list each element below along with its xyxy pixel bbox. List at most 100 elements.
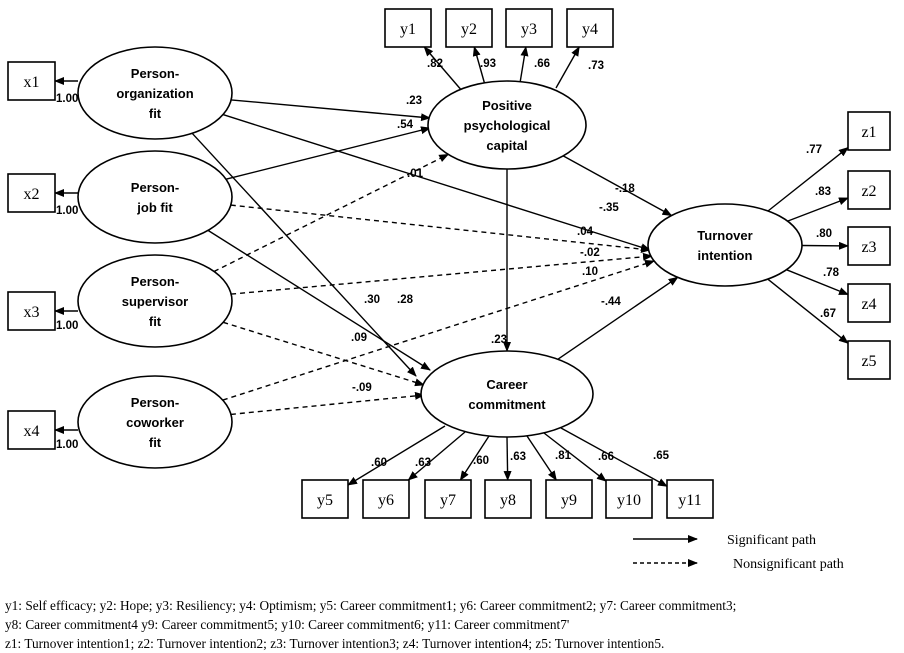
indicator-x2: x2 [8,174,55,212]
indicator-label-y3: y3 [521,21,537,38]
indicator-label-y1: y1 [400,21,416,38]
loading-path-y10 [544,433,606,481]
construct-pj: Person-job fit [78,151,232,243]
indicator-y3: y3 [506,9,552,47]
coef-ps-to-ppc: .01 [407,168,424,180]
indicator-x3: x3 [8,292,55,330]
loading-y6: .63 [415,457,431,469]
indicator-z5: z5 [848,341,890,379]
indicator-y7: y7 [425,480,471,518]
construct-ps: Person-supervisor fit [78,255,232,347]
construct-ti: Turnover intention [648,204,802,286]
loading-y8: .63 [510,451,526,463]
loading-z2: .83 [815,186,831,198]
coef-ppc-to-ti: -.18 [615,183,635,195]
loading-y3: .66 [534,58,550,70]
coef-pj-to-cc: .30 [364,294,380,306]
indicator-label-y9: y9 [561,492,577,509]
construct-label-ppc-1: psychological [464,118,551,133]
loading-x1: 1.00 [56,93,78,105]
construct-label-ps-1: supervisor [122,294,188,309]
indicator-y5: y5 [302,480,348,518]
coef-pc-to-ti: .10 [582,266,598,278]
indicator-label-y10: y10 [617,492,641,509]
loading-path-z1 [768,148,848,211]
loading-path-y8 [507,437,508,480]
indicator-y2: y2 [446,9,492,47]
construct-label-po-2: fit [149,106,162,121]
coef-ps-to-ti: -.02 [580,247,600,259]
indicator-label-y6: y6 [378,492,394,509]
coef-pj-to-ti: .04 [577,226,594,238]
path-ps-to-cc-nonsignificant [223,322,424,385]
construct-ellipse-ti [648,204,802,286]
loading-x2: 1.00 [56,205,78,217]
structural-paths [192,100,678,415]
indicator-z1: z1 [848,112,890,150]
indicator-y1: y1 [385,9,431,47]
indicator-label-y7: y7 [440,492,456,509]
indicator-y9: y9 [546,480,592,518]
indicator-x1: x1 [8,62,55,100]
note-line-y8-y11: y8: Career commitment4 y9: Career commit… [5,615,904,634]
indicator-z3: z3 [848,227,890,265]
loading-path-y4 [556,47,579,88]
construct-ellipse-pj [78,151,232,243]
indicator-label-z3: z3 [861,239,876,256]
coef-po-to-ti: -.35 [599,202,619,214]
indicator-z2: z2 [848,171,890,209]
indicator-label-x4: x4 [24,423,40,440]
coef-po-to-ppc: .23 [406,95,422,107]
indicator-label-x1: x1 [24,74,40,91]
path-pc-to-cc-nonsignificant [231,395,424,414]
construct-label-po-0: Person- [131,66,179,81]
legend-significant-label: Significant path [727,533,816,548]
indicator-y4: y4 [567,9,613,47]
coef-cc-to-ti: -.44 [601,296,621,308]
construct-label-cc-0: Career [486,377,527,392]
loading-y4: .73 [588,60,604,72]
indicator-y10: y10 [606,480,652,518]
construct-label-ps-2: fit [149,314,162,329]
indicator-label-y5: y5 [317,492,333,509]
indicator-label-z4: z4 [861,296,876,313]
coef-pj-to-ppc: .54 [397,119,414,131]
indicator-label-y2: y2 [461,21,477,38]
construct-label-pj-0: Person- [131,180,179,195]
indicator-label-y8: y8 [500,492,516,509]
loading-y10: .66 [598,451,614,463]
construct-label-pc-0: Person- [131,395,179,410]
loading-z1: .77 [806,144,822,156]
coef-pc-to-cc: -.09 [352,382,372,394]
loading-z5: .67 [820,308,836,320]
construct-label-ppc-2: capital [486,138,527,153]
construct-label-ti-0: Turnover [697,228,752,243]
indicator-label-x3: x3 [24,304,40,321]
coef-ps-to-cc: .09 [351,332,367,344]
coef-ppc-to-cc: .23 [491,334,507,346]
indicator-y11: y11 [667,480,713,518]
construct-ppc: Positive psychological capital [428,81,586,169]
construct-label-ppc-0: Positive [482,98,532,113]
loading-y7: .60 [473,455,489,467]
indicator-label-z5: z5 [861,353,876,370]
construct-label-ti-1: intention [698,248,753,263]
construct-ellipse-cc [421,351,593,437]
coef-po-to-cc: .28 [397,294,414,306]
loading-y9: .81 [555,450,572,462]
note-line-y1-y7: y1: Self efficacy; y2: Hope; y3: Resilie… [5,596,904,615]
indicator-label-z1: z1 [861,124,876,141]
loading-x4: 1.00 [56,439,78,451]
loading-path-y6 [408,432,465,480]
loading-path-y5 [348,426,445,485]
construct-label-pc-1: coworker [126,415,184,430]
indicator-label-z2: z2 [861,183,876,200]
loading-z4: .78 [823,267,840,279]
indicator-y6: y6 [363,480,409,518]
variable-notes: y1: Self efficacy; y2: Hope; y3: Resilie… [5,596,904,653]
construct-label-ps-0: Person- [131,274,179,289]
